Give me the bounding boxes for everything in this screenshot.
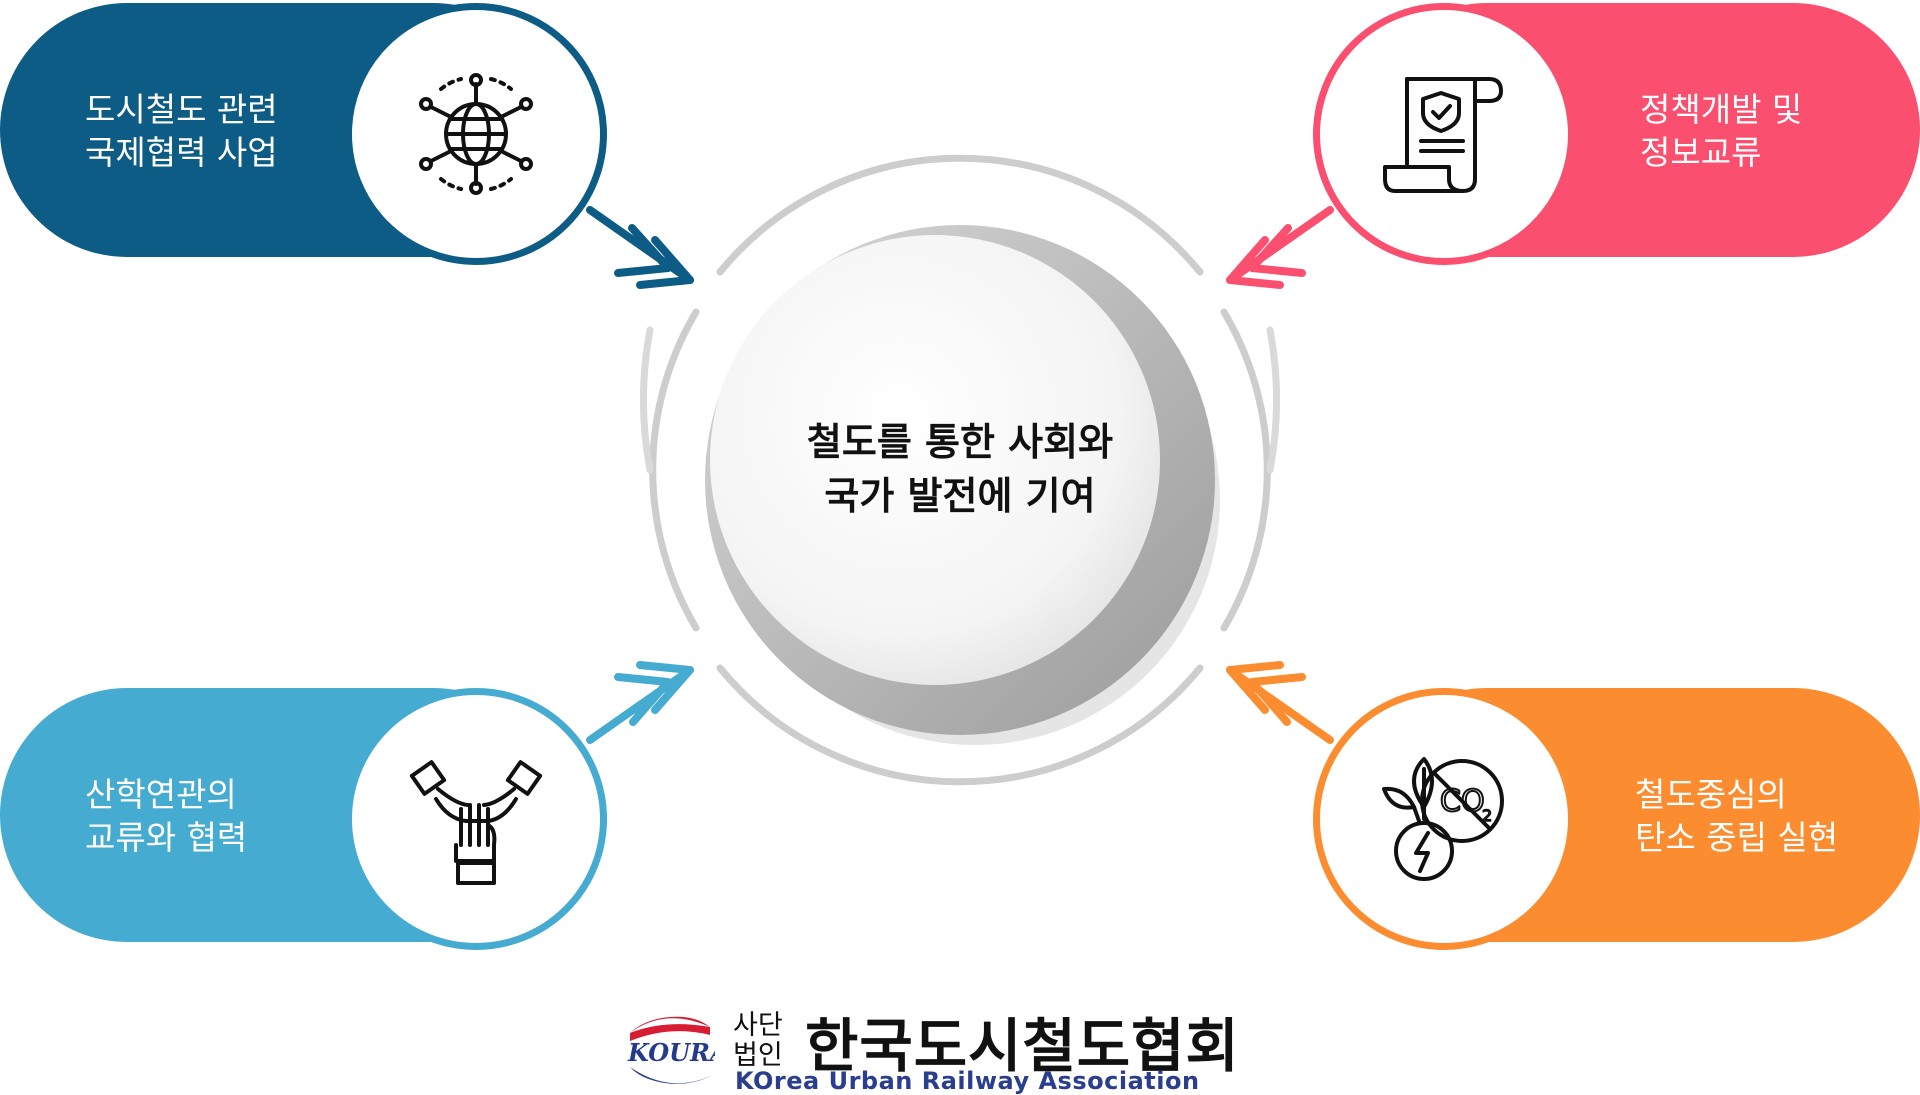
logo-prefix-bottom: 법인 (733, 1040, 783, 1071)
label-policy-development: 정책개발 및 정보교류 (1640, 90, 1803, 172)
ring-international-cooperation (345, 3, 607, 265)
policy-document-icon (1383, 77, 1503, 193)
label-industry-academia: 산학연관의 교류와 협력 (85, 775, 248, 857)
ring-policy-development (1313, 3, 1575, 265)
label-international-cooperation: 도시철도 관련 국제협력 사업 (85, 90, 278, 172)
svg-text:2: 2 (1482, 806, 1492, 825)
svg-text:CO: CO (1440, 784, 1485, 819)
logo-english: KOrea Urban Railway Association (735, 1067, 1200, 1095)
arrow-bottom-right (1226, 661, 1334, 744)
koura-mark-text: KOURA (627, 1038, 715, 1067)
co2-neutral-icon: CO 2 (1382, 757, 1504, 881)
hands-together-icon (409, 760, 543, 885)
arrow-bottom-left (586, 661, 694, 744)
logo-name: 한국도시철도협회 (805, 1012, 1240, 1080)
ring-industry-academia (345, 688, 607, 950)
logo-prefix-top: 사단 (733, 1010, 783, 1041)
arrow-top-right (1226, 206, 1334, 289)
arrow-top-left (586, 206, 694, 289)
koura-logo: KOURA 사단 법인 한국도시철도협회 KOrea Urban Railway… (625, 1005, 1295, 1095)
label-carbon-neutral: 철도중심의 탄소 중립 실현 (1635, 775, 1839, 857)
outer-ring-arcs (640, 154, 1280, 786)
globe-network-icon (419, 73, 533, 195)
koura-mark-icon: KOURA (627, 1016, 715, 1084)
ring-carbon-neutral: CO 2 (1313, 688, 1575, 950)
center-disc (710, 235, 1160, 685)
center-title: 철도를 통한 사회와 국가 발전에 기여 (806, 420, 1114, 518)
